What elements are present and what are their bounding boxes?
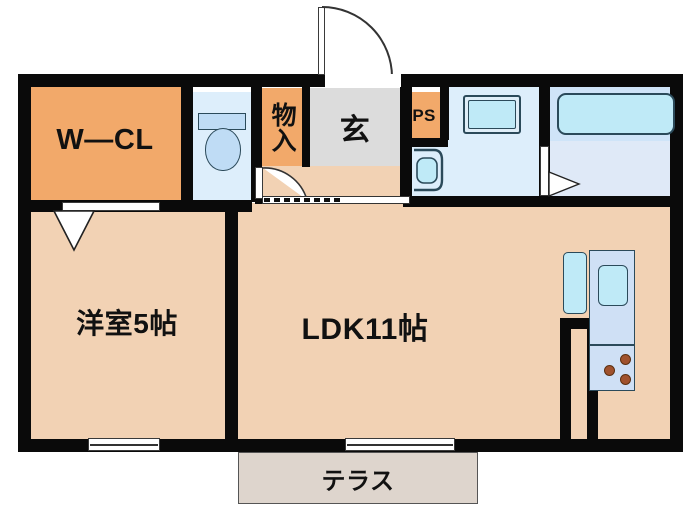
entrance-label: 玄 [339,114,371,147]
interior-wall-ps-bottom [403,138,448,147]
washbasin-icon [414,148,444,192]
storage-label: 物入 [268,102,297,153]
interior-wall-toilet-bottom [192,200,252,212]
interior-wall-bathroom-left [539,74,550,207]
terrace-label: テラス [321,467,395,495]
interior-wall-toilet-right [251,87,262,202]
storage-floor [262,88,302,167]
terrace-area [238,452,478,504]
bath-door-panel [540,146,549,196]
exterior-wall-left [18,74,31,452]
interior-wall-bedroom-right [225,200,238,452]
walk-in-closet-label: W—CL [56,123,154,156]
genkan-floor [310,88,400,166]
storage-door-swing-icon [262,167,308,201]
walk-in-closet-floor [29,85,181,201]
kitchen-partition-vertical-left [560,318,571,452]
entrance-door-swing-icon [321,6,393,78]
toilet-bowl-icon [205,128,241,171]
pipe-space-label: PS [412,106,436,125]
entrance-threshold [325,74,401,87]
pipe-space-floor [408,92,440,140]
western-room-label: 洋室5帖 [76,308,178,339]
closet-door-panel [62,202,160,211]
interior-wall-bathroom-bottom [539,196,683,207]
interior-wall-closet-right [181,74,193,212]
western-room-floor [29,212,225,439]
bath-door-swing-icon [548,170,581,198]
entrance-door-panel [318,7,325,75]
kitchen-sink-icon [598,265,628,306]
refrigerator-space-icon [563,252,587,314]
ldk-label: LDK11帖 [301,313,429,346]
interior-wall-washroom-left [440,87,449,140]
exterior-wall-right [670,74,683,452]
interior-wall-storage-right [302,87,310,167]
kitchen-partition-horizontal [560,318,598,329]
washing-machine-drum-icon [468,100,516,129]
closet-door-swing-icon [52,210,96,252]
window-west-mullion [90,444,158,446]
window-south-mullion [347,444,453,446]
storage-door-panel [255,167,263,199]
stove-burner-icon [604,365,615,376]
interior-wall-washroom-bottom [403,196,540,207]
exterior-wall-top-left [18,74,412,87]
stove-burner-icon [620,354,631,365]
sliding-partition-dash-icon [264,198,344,202]
bathtub-icon [557,93,675,135]
stove-burner-icon [620,374,631,385]
